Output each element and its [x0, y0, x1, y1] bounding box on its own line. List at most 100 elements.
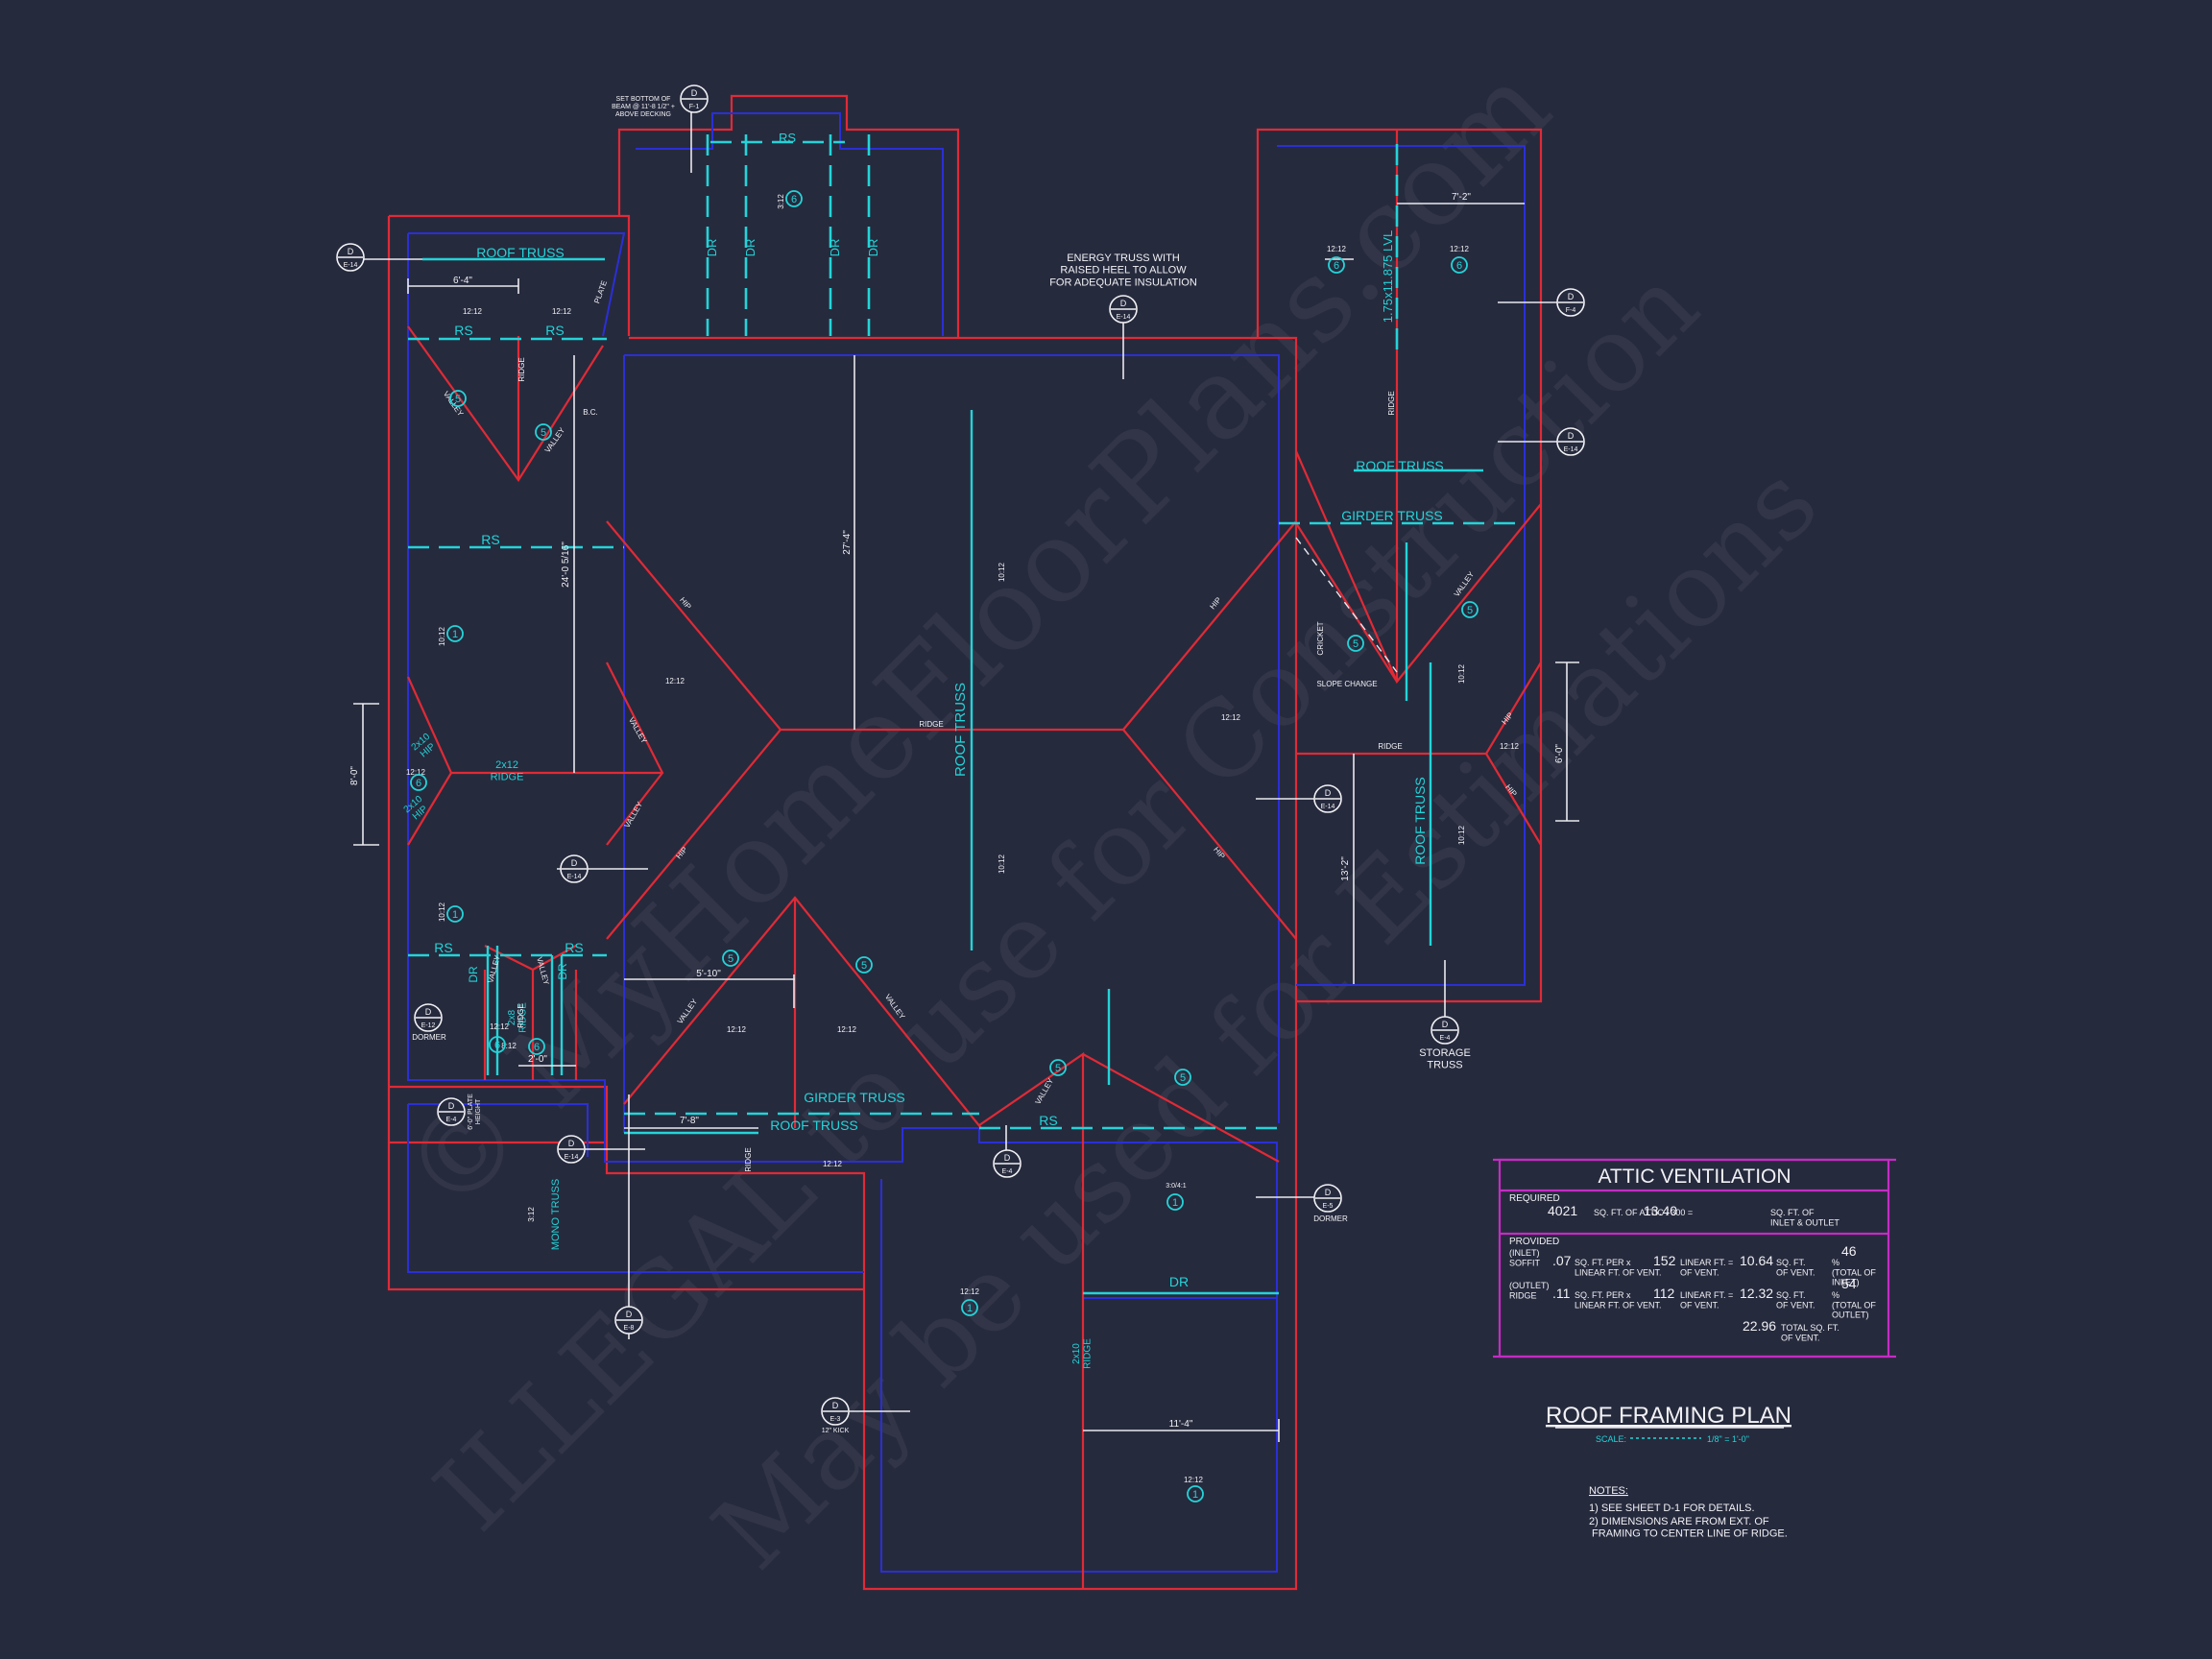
outlet-linear: 112	[1653, 1286, 1675, 1301]
cyan-label-24: 2x10HIP	[402, 794, 432, 824]
numbered-circle-value: 5	[1467, 605, 1473, 616]
numbered-circle-4: 6	[1451, 256, 1468, 274]
detail-tag-letter: D	[1442, 1020, 1449, 1029]
numbered-circle-value: 6	[791, 194, 797, 205]
white-label-6: PLATE	[592, 279, 609, 304]
inlet-total: 10.64	[1740, 1253, 1773, 1268]
white-label-57: 12:12	[960, 1287, 980, 1296]
white-label-38: 2'-0"	[528, 1054, 547, 1065]
detail-tag-letter: D	[568, 1139, 575, 1148]
detail-tag-2: DE-14	[1109, 295, 1138, 324]
detail-tag-sheet: E-14	[567, 874, 582, 880]
cyan-label-10: DR	[828, 239, 842, 257]
cyan-label-3: RS	[481, 532, 499, 547]
notes: NOTES: 1) SEE SHEET D-1 FOR DETAILS. 2) …	[1589, 1485, 1788, 1540]
cyan-label-2: RS	[545, 323, 564, 338]
cyan-label-19: ROOF TRUSS	[1412, 777, 1428, 865]
white-label-46: 12:12	[552, 307, 572, 316]
detail-tag-8: DE-4	[437, 1097, 466, 1126]
provided-label: PROVIDED	[1509, 1237, 1559, 1247]
white-label-0: RIDGE	[919, 720, 943, 729]
interior-plate-lines	[407, 112, 1526, 1573]
outlet-percent: 54	[1841, 1276, 1857, 1291]
cyan-label-11: DR	[866, 239, 880, 257]
attic-ventilation-table: ATTIC VENTILATION REQUIRED 4021 SQ. FT. …	[1493, 1158, 1896, 1358]
white-label-1: RIDGE	[1378, 742, 1402, 751]
white-label-44: 3:0/4:1	[1166, 1183, 1187, 1190]
detail-tag-letter: D	[348, 247, 354, 256]
numbered-circle-7: 6	[410, 774, 427, 791]
detail-tag-sheet: E-14	[344, 262, 358, 269]
detail-tag-letter: D	[1004, 1153, 1011, 1163]
numbered-circle-2: 6	[785, 190, 803, 207]
white-label-45: 12:12	[463, 307, 483, 316]
cyan-label-22: 1.75x11.875 LVL	[1381, 230, 1395, 323]
inlet-label: (INLET)SOFFIT	[1509, 1248, 1540, 1267]
white-label-20: HIP	[1212, 845, 1226, 860]
detail-tag-sheet: E-4	[1002, 1168, 1013, 1175]
white-label-34: 24'-0 5/16"	[561, 541, 571, 588]
exterior-walls	[387, 94, 1543, 1591]
required-label: REQUIRED	[1509, 1193, 1560, 1204]
detail-tag-sheet: E-8	[624, 1325, 635, 1332]
cyan-label-1: RS	[454, 323, 472, 338]
cyan-label-25: 2x8RIDGE	[507, 1002, 529, 1033]
outlet-total-text: SQ. FT.OF VENT.	[1776, 1290, 1815, 1310]
detail-tag-3: DF-4	[1556, 288, 1585, 317]
white-label-49: 12:12	[665, 677, 685, 685]
truss-annotations	[408, 134, 1525, 1295]
white-label-4: RIDGE	[744, 1147, 753, 1171]
white-label-59: 10:12	[438, 626, 446, 646]
detail-tag-letter: D	[1325, 1188, 1332, 1197]
numbered-circle-value: 5	[455, 394, 461, 405]
detail-tag-letter: D	[832, 1401, 839, 1410]
white-label-48: 12:12	[1450, 245, 1470, 253]
white-label-10: VALLEY	[623, 800, 645, 830]
white-label-23: B.C.	[583, 408, 598, 417]
detail-tag-9: D E-14	[557, 1135, 586, 1164]
detail-tag-10: DE-8	[614, 1306, 643, 1334]
cyan-label-7: RS	[1039, 1113, 1057, 1128]
detail-tag-sheet: E-4	[446, 1117, 457, 1123]
outlet-per: .11	[1552, 1286, 1571, 1301]
detail-tag-letter: D	[691, 88, 698, 98]
white-label-13: VALLEY	[1034, 1076, 1056, 1106]
white-label-51: 12:12	[1500, 742, 1520, 751]
inlet-linear: 152	[1653, 1253, 1676, 1268]
white-label-3: RIDGE	[1387, 391, 1396, 415]
white-label-37: 5'-10"	[696, 969, 721, 979]
inlet-percent: 46	[1841, 1243, 1857, 1259]
detail-tag-letter: D	[571, 858, 578, 868]
white-label-43: 11'-4"	[1169, 1419, 1193, 1430]
numbered-circle-15: 6	[528, 1038, 545, 1055]
numbered-circle-value: 1	[1192, 1489, 1198, 1501]
white-label-65: 3:12	[777, 194, 785, 209]
numbered-circle-14: 6	[489, 1036, 506, 1053]
ridge-hip-valley-lines	[406, 130, 1542, 1589]
numbered-circle-3: 6	[1328, 256, 1345, 274]
white-label-5: RIDGE	[517, 1003, 525, 1027]
numbered-circle-12: 5	[1049, 1059, 1067, 1076]
cyan-label-17: ROOF TRUSS	[1356, 458, 1444, 473]
numbered-circle-value: 6	[1334, 260, 1339, 272]
inlet-total-text: SQ. FT.OF VENT.	[1776, 1258, 1815, 1277]
white-label-53: 12:12	[837, 1025, 857, 1034]
numbered-circle-value: 5	[541, 427, 546, 439]
white-label-26: DORMER	[412, 1033, 446, 1042]
cyan-label-4: RS	[434, 940, 452, 955]
detail-tag-14: DE-3	[821, 1397, 850, 1426]
numbered-circle-value: 1	[452, 629, 458, 640]
white-label-54: 12:12	[406, 768, 426, 777]
note-2: 2) DIMENSIONS ARE FROM EXT. OF FRAMING T…	[1589, 1516, 1788, 1540]
scale-label: SCALE:	[1596, 1434, 1626, 1444]
numbered-circle-9: 5	[1347, 635, 1364, 652]
detail-tag-sheet: E-14	[565, 1154, 579, 1161]
numbered-circle-value: 6	[534, 1042, 540, 1053]
detail-tag-sheet: E-14	[1117, 314, 1131, 321]
